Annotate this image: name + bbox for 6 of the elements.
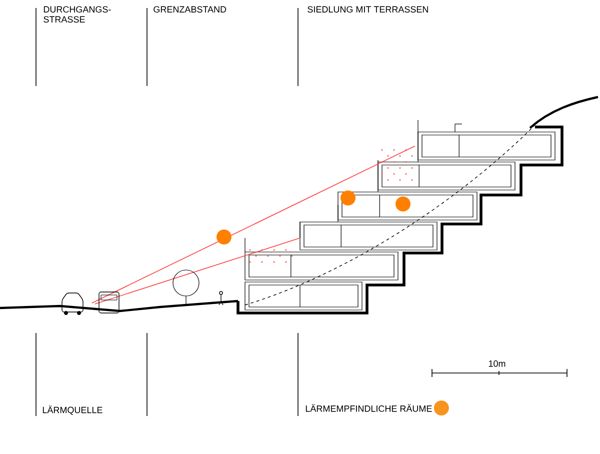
scale-label: 10m xyxy=(488,360,506,367)
section-heading: GRENZABSTAND xyxy=(154,6,226,13)
section-heading: DURCHGANGS-STRASSE xyxy=(44,6,111,23)
legend-text: LÄRMEMPFINDLICHE RÄUME xyxy=(306,404,432,412)
section-heading: SIEDLUNG MIT TERRASSEN xyxy=(308,6,428,13)
section-label: LÄRMQUELLE xyxy=(42,406,102,415)
